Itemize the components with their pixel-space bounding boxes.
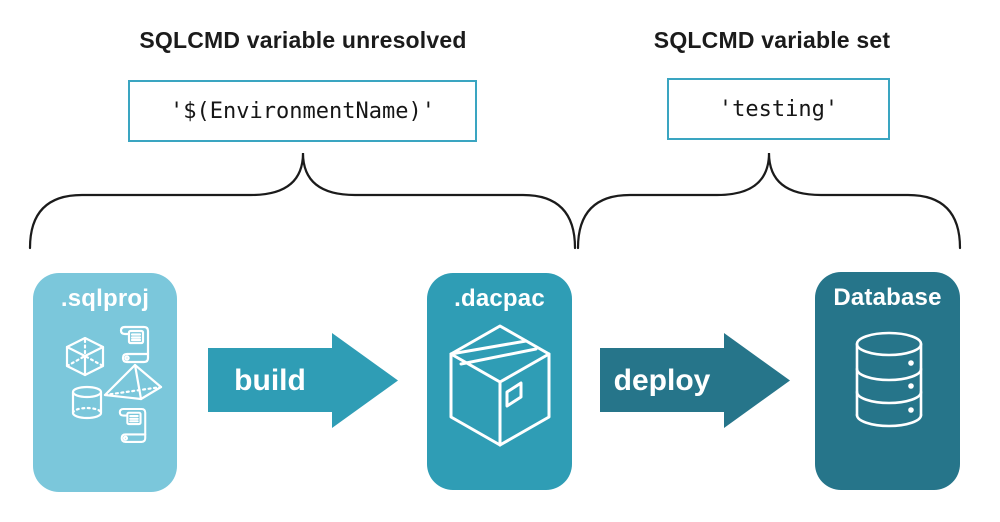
right-arrow-icon (600, 333, 790, 428)
stage-label-database: Database (833, 284, 942, 311)
package-icon (444, 320, 556, 448)
heading-sqlcmd-set: SQLCMD variable set (653, 27, 891, 53)
stage-card-database: Database (815, 272, 960, 490)
right-arrow-icon (208, 333, 398, 428)
curly-braces (28, 152, 962, 250)
stage-card-sqlproj: .sqlproj (33, 273, 177, 492)
code-text-testing: 'testing' (718, 96, 839, 122)
heading-sqlcmd-unresolved: SQLCMD variable unresolved (139, 27, 467, 53)
deploy-arrow: deploy (600, 333, 790, 428)
code-text-environment-name: '$(EnvironmentName)' (170, 98, 435, 124)
curly-brace-right (576, 152, 962, 250)
curly-brace-left (28, 152, 577, 250)
scroll-icon (117, 405, 149, 445)
database-icon (850, 330, 928, 430)
stage-card-dacpac: .dacpac (427, 273, 572, 490)
code-box-environment-name: '$(EnvironmentName)' (128, 80, 477, 142)
pyramid-icon (102, 362, 164, 402)
cylinder-icon (69, 385, 105, 421)
scroll-icon (118, 323, 152, 365)
deploy-arrow-label: deploy (613, 363, 711, 397)
build-arrow: build (208, 333, 398, 428)
build-arrow-label: build (234, 363, 306, 397)
stage-label-dacpac: .dacpac (454, 285, 545, 312)
cube-icon (63, 335, 107, 378)
code-box-testing: 'testing' (667, 78, 890, 140)
stage-label-sqlproj: .sqlproj (60, 285, 150, 312)
